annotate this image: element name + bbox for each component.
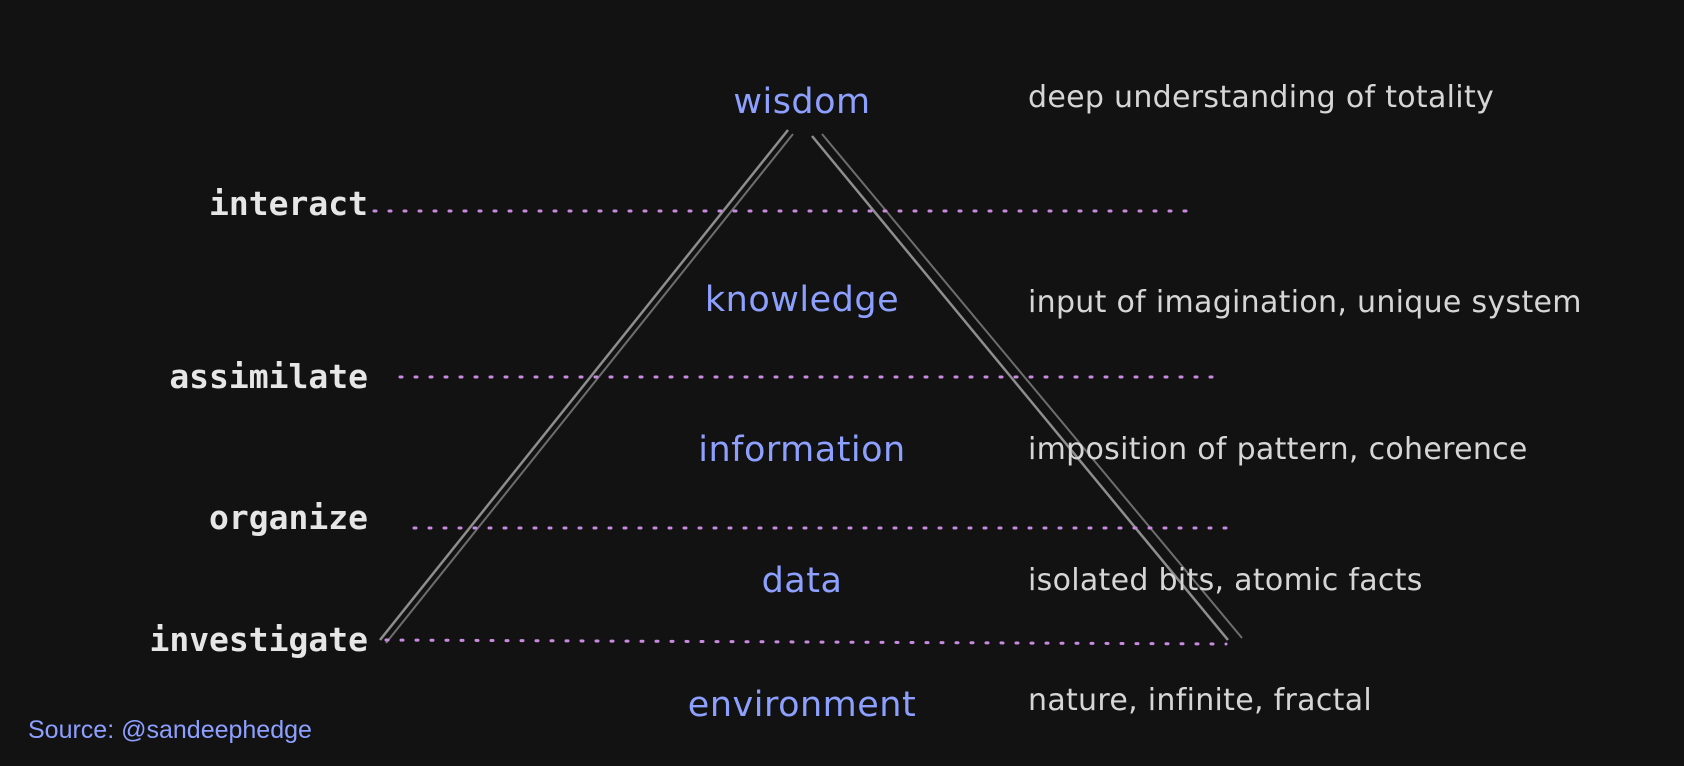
source-credit: Source: @sandeephedge [28,716,312,744]
separator-investigate [384,638,1228,646]
description-wisdom: deep understanding of totality [1028,80,1495,115]
level-environment: environment [687,685,917,725]
action-organize: organize [209,498,368,537]
level-data: data [761,561,843,601]
action-assimilate: assimilate [169,357,368,396]
level-information: information [698,430,906,470]
action-investigate: investigate [149,620,368,659]
pyramid-right-edge-inner [821,133,1243,639]
description-data: isolated bits, atomic facts [1028,563,1423,598]
description-knowledge: input of imagination, unique system [1028,285,1582,320]
level-knowledge: knowledge [704,280,900,320]
pyramid-left-edge [379,129,789,641]
pyramid-left-edge-inner [385,133,794,644]
description-information: imposition of pattern, coherence [1028,432,1528,467]
action-interact: interact [209,184,368,223]
description-environment: nature, infinite, fractal [1028,683,1373,718]
level-wisdom: wisdom [733,82,871,122]
pyramid-right-edge [811,135,1229,641]
